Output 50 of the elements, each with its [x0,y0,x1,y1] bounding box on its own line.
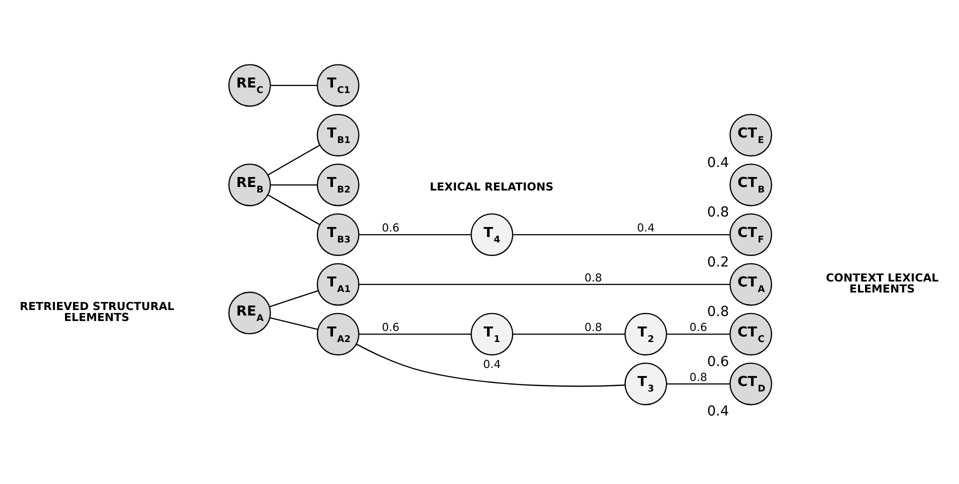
node-circle: T$_{B1}$ [316,113,360,156]
edge-label: 0.4 [637,221,655,234]
connector [268,144,320,175]
connector [356,343,625,386]
node-circle: T$_{C1}$ [316,64,360,106]
edge-label: 0.4 [483,357,501,370]
node-circle: T$_{3}$ [624,362,668,405]
node-circle: RE$_{B}$ [228,163,271,206]
connector [358,283,730,285]
connector [358,333,472,334]
edge-label: 0.6 [690,320,708,334]
connector [666,333,730,334]
node-circle: T$_{4}$ [470,212,514,256]
connector [270,184,318,186]
connector [513,234,730,235]
connector [270,84,318,86]
node-circle: T$_{B3}$ [316,212,360,256]
edge-label: 0.8 [584,320,602,334]
node-label: 0.2 [707,254,730,270]
edge-label: 0.8 [690,370,708,384]
node-label: 0.8 [707,204,730,220]
connector [270,290,318,307]
label: CONTEXT LEXICAL ELEMENTS [826,270,939,295]
node-circle: CT$_{B}$ [730,163,772,206]
label: LEXICAL RELATIONS [430,180,554,194]
node-circle: T$_{A1}$ [316,262,360,306]
edge-label: 0.6 [382,221,400,234]
node-label: 0.6 [707,353,730,370]
node-circle: CT$_{E}$ [730,113,772,156]
connector [512,333,625,334]
node-circle: T$_{B2}$ [316,163,360,206]
node-circle: RE$_{A}$ [228,291,271,334]
edge-label: 0.6 [382,320,400,334]
node-circle: CT$_{F}$ [730,212,772,256]
node-circle: T$_{2}$ [624,312,668,355]
connector [666,382,730,384]
node-circle: CT$_{A}$ [730,262,772,306]
connector [358,234,472,235]
node-circle: T$_{1}$ [470,312,514,355]
node-circle: RE$_{C}$ [228,64,271,106]
node-label: 0.4 [707,154,730,170]
node-circle: CT$_{C}$ [730,312,772,355]
label: RETRIEVED STRUCTURAL ELEMENTS [20,299,174,324]
node-circle: T$_{A2}$ [316,312,360,355]
connector [268,194,320,225]
node-circle: CT$_{D}$ [730,362,772,405]
node-label: 0.8 [707,304,730,320]
node-label: 0.4 [707,403,730,420]
edge-label: 0.8 [584,270,602,284]
connector [270,316,318,330]
